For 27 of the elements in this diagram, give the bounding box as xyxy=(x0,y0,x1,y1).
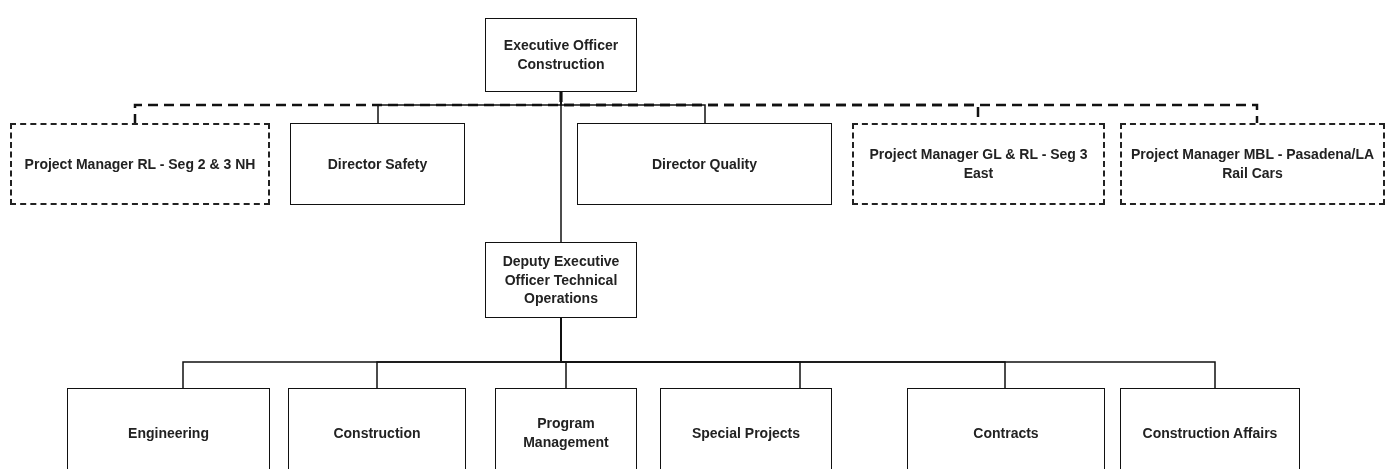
position-box xyxy=(485,242,637,318)
position-box xyxy=(907,388,1105,469)
dashed-position-box xyxy=(852,123,1105,205)
dashed-position-box xyxy=(1120,123,1385,205)
position-title: Executive Officer Construction xyxy=(502,36,620,74)
position-title: Project Manager MBL - Pasadena/LA Rail Cars xyxy=(1130,145,1375,183)
position-title: Construction xyxy=(333,423,421,443)
position-title: Construction Affairs xyxy=(1142,423,1278,443)
position-title: Special Projects xyxy=(691,423,801,443)
position-title: Project Manager GL & RL - Seg 3 East xyxy=(868,145,1089,183)
position-title: Director Quality xyxy=(652,154,757,174)
dashed-position-box xyxy=(10,123,270,205)
position-box xyxy=(495,388,637,469)
position-title: Deputy Executive Officer Technical Operations xyxy=(501,251,621,309)
position-title: Program Management xyxy=(522,414,610,452)
position-title: Engineering xyxy=(128,423,209,443)
position-box xyxy=(577,123,832,205)
position-box xyxy=(67,388,270,469)
position-box xyxy=(290,123,465,205)
position-box xyxy=(1120,388,1300,469)
position-box xyxy=(288,388,466,469)
position-title: Director Safety xyxy=(327,154,428,174)
position-box xyxy=(660,388,832,469)
connector xyxy=(560,91,562,243)
position-box xyxy=(485,18,637,92)
position-title: Contracts xyxy=(973,423,1039,443)
position-title: Project Manager RL - Seg 2 & 3 NH xyxy=(24,154,256,174)
